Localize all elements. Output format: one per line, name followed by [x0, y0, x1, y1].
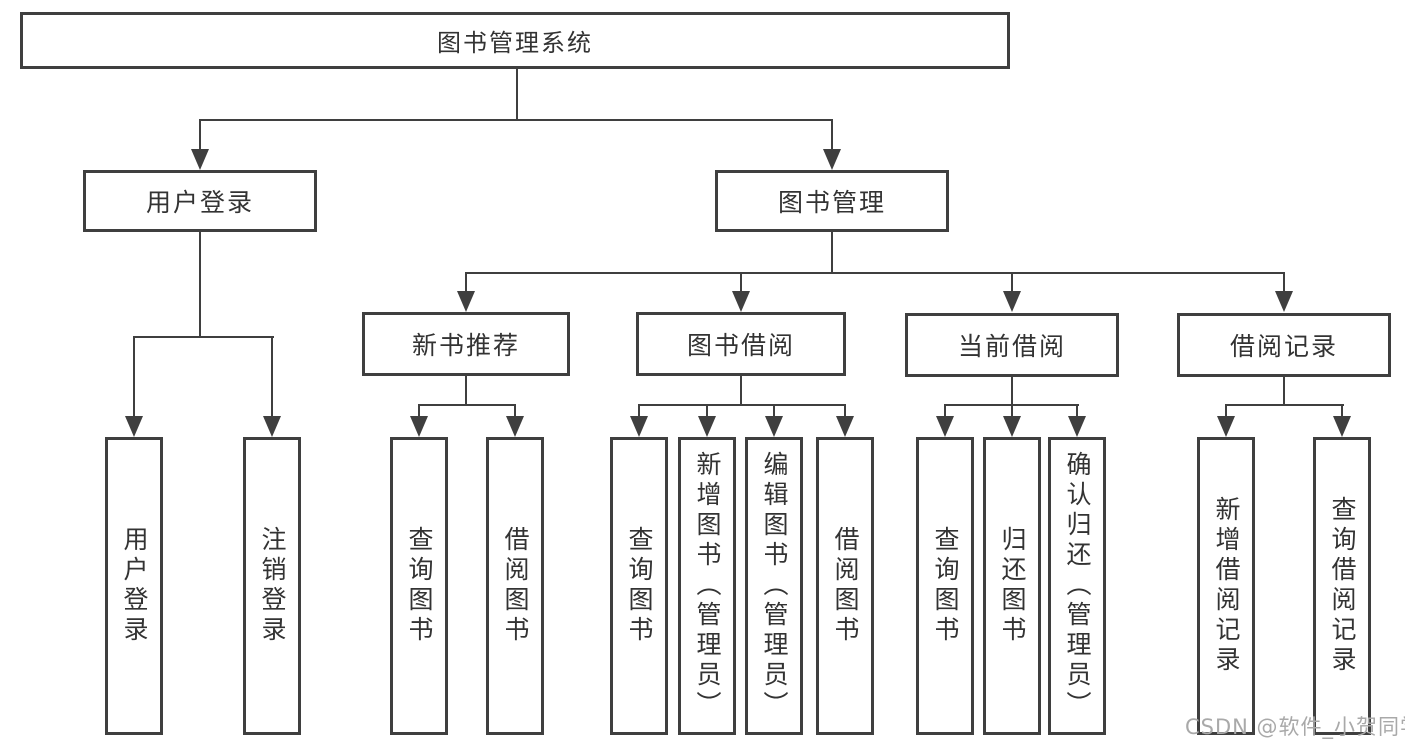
arrow-down-icon [765, 416, 783, 437]
leaf-borrow-books-borrowing-label: 借阅图书 [831, 526, 860, 646]
node-book-borrowing: 图书借阅 [636, 312, 846, 376]
connector-line [831, 119, 833, 151]
leaf-query-borrow-record-label: 查询借阅记录 [1328, 496, 1357, 676]
node-borrowing-records-label: 借阅记录 [1229, 332, 1338, 361]
connector-line [638, 404, 640, 419]
node-library-system: 图书管理系统 [20, 12, 1010, 69]
connector-line [1076, 404, 1078, 419]
connector-line [740, 272, 742, 294]
connector-line [944, 404, 946, 419]
connector-line [516, 68, 518, 121]
leaf-borrow-books-borrowing: 借阅图书 [816, 437, 874, 735]
connector-line [844, 404, 846, 419]
connector-line [465, 272, 467, 294]
node-new-book-recommend-label: 新书推荐 [411, 331, 520, 360]
arrow-down-icon [1003, 416, 1021, 437]
node-new-book-recommend: 新书推荐 [362, 312, 570, 376]
connector-line [706, 404, 708, 419]
leaf-query-books-borrowing-label: 查询图书 [625, 526, 654, 646]
node-current-borrowing-label: 当前借阅 [957, 332, 1066, 361]
leaf-confirm-return-admin-label: 确认归还（管理员） [1063, 451, 1092, 721]
node-borrowing-records: 借阅记录 [1177, 313, 1391, 377]
node-current-borrowing: 当前借阅 [905, 313, 1119, 377]
connector-line [199, 119, 833, 121]
arrow-down-icon [732, 291, 750, 312]
leaf-logout-label: 注销登录 [258, 526, 287, 646]
connector-line [1341, 404, 1343, 419]
connector-line [514, 404, 516, 419]
arrow-down-icon [823, 149, 841, 170]
arrow-down-icon [1333, 416, 1351, 437]
leaf-edit-book-admin: 编辑图书（管理员） [745, 437, 803, 735]
arrow-down-icon [506, 416, 524, 437]
leaf-query-books-current-label: 查询图书 [931, 526, 960, 646]
arrow-down-icon [1003, 291, 1021, 312]
node-book-borrowing-label: 图书借阅 [686, 331, 795, 360]
connector-line [1011, 272, 1013, 294]
node-user-login: 用户登录 [83, 170, 317, 232]
connector-line [740, 375, 742, 406]
connector-line [133, 336, 135, 419]
arrow-down-icon [191, 149, 209, 170]
connector-line [465, 272, 1285, 274]
node-book-management-label: 图书管理 [777, 188, 886, 217]
watermark: CSDN @软件_小贺同学 [1185, 715, 1405, 739]
arrow-down-icon [1275, 291, 1293, 312]
leaf-return-books: 归还图书 [983, 437, 1041, 735]
connector-line [465, 375, 467, 406]
connector-line [199, 119, 201, 151]
leaf-add-borrow-record-label: 新增借阅记录 [1212, 496, 1241, 676]
arrow-down-icon [1068, 416, 1086, 437]
leaf-query-books-borrowing: 查询图书 [610, 437, 668, 735]
connector-line [638, 404, 846, 406]
connector-line [1225, 404, 1227, 419]
leaf-logout: 注销登录 [243, 437, 301, 735]
connector-line [418, 404, 516, 406]
leaf-user-login: 用户登录 [105, 437, 163, 735]
arrow-down-icon [125, 416, 143, 437]
connector-line [271, 336, 273, 419]
connector-line [1011, 404, 1013, 419]
leaf-return-books-label: 归还图书 [998, 526, 1027, 646]
connector-line [418, 404, 420, 419]
arrow-down-icon [698, 416, 716, 437]
node-library-system-label: 图书管理系统 [437, 29, 593, 57]
arrow-down-icon [630, 416, 648, 437]
connector-line [1283, 376, 1285, 406]
leaf-edit-book-admin-label: 编辑图书（管理员） [760, 451, 789, 721]
connector-line [1225, 404, 1344, 406]
leaf-add-book-admin: 新增图书（管理员） [678, 437, 736, 735]
connector-line [773, 404, 775, 419]
leaf-query-borrow-record: 查询借阅记录 [1313, 437, 1371, 735]
arrow-down-icon [936, 416, 954, 437]
leaf-confirm-return-admin: 确认归还（管理员） [1048, 437, 1106, 735]
leaf-query-books-recommend-label: 查询图书 [405, 526, 434, 646]
leaf-query-books-recommend: 查询图书 [390, 437, 448, 735]
arrow-down-icon [457, 291, 475, 312]
node-user-login-label: 用户登录 [145, 188, 254, 217]
node-book-management: 图书管理 [715, 170, 949, 232]
leaf-query-books-current: 查询图书 [916, 437, 974, 735]
connector-line [133, 336, 274, 338]
arrow-down-icon [836, 416, 854, 437]
connector-line [831, 231, 833, 274]
leaf-user-login-label: 用户登录 [120, 526, 149, 646]
leaf-add-book-admin-label: 新增图书（管理员） [693, 451, 722, 721]
connector-line [1283, 272, 1285, 294]
leaf-add-borrow-record: 新增借阅记录 [1197, 437, 1255, 735]
arrow-down-icon [410, 416, 428, 437]
connector-line [199, 231, 201, 338]
arrow-down-icon [1217, 416, 1235, 437]
arrow-down-icon [263, 416, 281, 437]
leaf-borrow-books-recommend: 借阅图书 [486, 437, 544, 735]
leaf-borrow-books-recommend-label: 借阅图书 [501, 526, 530, 646]
connector-line [1011, 376, 1013, 406]
